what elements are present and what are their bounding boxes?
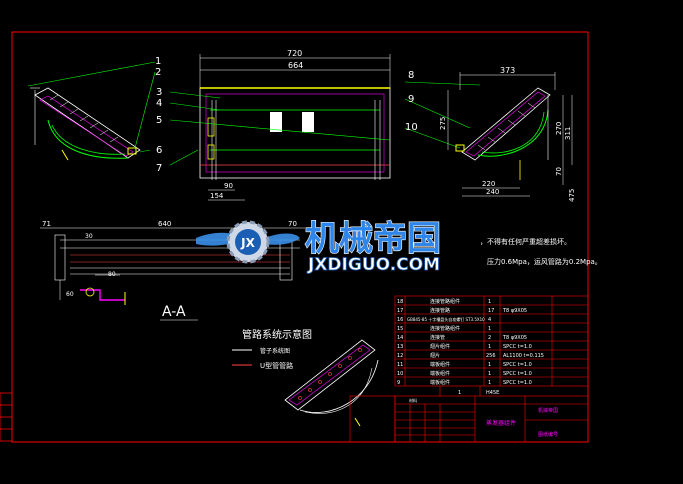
dim-inner-width: 664	[288, 61, 303, 70]
bom-row-no: 15	[397, 326, 403, 332]
left-margin-boxes	[0, 392, 13, 442]
callout-1: 1	[155, 56, 161, 67]
bom-row-qty: 2	[488, 335, 491, 341]
bom-row-no: 14	[397, 335, 403, 341]
title-block-name: 蒸发器组件	[486, 419, 516, 427]
dim-section-right: 70	[288, 220, 297, 228]
note-line-1: ，不得有任何严重超差损坏。	[480, 237, 571, 246]
dim-right-v1: 270	[555, 122, 563, 135]
bom-row-no: 9	[397, 380, 400, 386]
dim-bottom-b: 154	[210, 192, 224, 200]
bom-row-name: 翅片	[430, 352, 440, 359]
bom-row-name: 连接管	[430, 334, 445, 341]
piping-legend-2: U型管管路	[260, 361, 293, 370]
watermark-cn: 机械帝国	[305, 219, 441, 259]
dim-right-top: 373	[500, 66, 515, 75]
bom-row-spec: SPCC t=1.0	[503, 371, 532, 377]
bom-row-no: 13	[397, 344, 403, 350]
dim-bottom-a: 90	[224, 182, 233, 190]
title-drawing-no: 图纸编号	[538, 431, 558, 438]
dim-right-b1: 220	[482, 180, 495, 188]
callout-5: 5	[156, 115, 162, 126]
bom-row-name: 连接管路	[430, 307, 450, 314]
left-side-view	[30, 87, 141, 161]
note-line-2: 压力0.6Mpa，运风管路为0.2Mpa。	[487, 257, 602, 266]
callout-4: 4	[156, 98, 162, 109]
title-material: 材料	[409, 397, 417, 403]
title-part-code: H45E	[486, 390, 499, 396]
bom-row-no: 10	[397, 371, 403, 377]
callout-10: 10	[405, 122, 418, 133]
title-company: 机械帝国	[538, 407, 558, 414]
watermark: JX 机械帝国 JXDIGUO.COM	[196, 218, 442, 275]
bom-row-qty: 1	[488, 344, 491, 350]
dim-section-30: 30	[85, 233, 93, 240]
callout-9: 9	[408, 94, 414, 105]
bom-row-spec: T8 φ9X05	[502, 335, 527, 341]
bom-row-name: 连接管路组件	[430, 325, 460, 332]
bom-row-no: 16	[397, 317, 403, 323]
callout-7: 7	[156, 163, 162, 174]
bom-row-spec: SPCC t=1.0	[503, 344, 532, 350]
title-block	[349, 386, 589, 443]
callout-2: 2	[155, 67, 161, 78]
callout-6: 6	[156, 145, 162, 156]
bom-row-qty: 1	[488, 380, 491, 386]
bom-row-qty: 256	[486, 353, 496, 359]
title-qty-header: 1	[458, 390, 461, 396]
dim-top-width: 720	[287, 49, 302, 58]
watermark-badge: JX	[240, 236, 255, 250]
bom-row-spec: T8 φ9X05	[502, 308, 527, 314]
bom-row-name: 端板组件	[430, 361, 450, 368]
bom-row-name: GB845-85 十字槽盘头自攻螺钉 ST3.5X10	[407, 316, 485, 322]
piping-diagram	[284, 339, 379, 427]
bom-row-qty: 1	[488, 371, 491, 377]
dim-right-v3: 70	[555, 167, 563, 176]
dim-right-b2: 240	[486, 188, 499, 196]
dim-left-vertical: 275	[439, 117, 447, 130]
dim-section-80: 80	[108, 271, 116, 278]
front-view	[199, 87, 391, 180]
right-side-view	[455, 87, 551, 180]
bom-row-no: 12	[397, 353, 403, 359]
bom-row-name: 端板组件	[430, 370, 450, 377]
bom-table	[394, 295, 589, 387]
dim-section-top: 640	[158, 220, 171, 228]
callout-leaders	[27, 61, 481, 166]
bom-rows: 18 连接管路组件 1 17 连接管路 17 T8 φ9X05 16 GB845…	[397, 298, 544, 386]
right-dimensions	[447, 72, 573, 197]
bom-row-no: 11	[397, 362, 403, 368]
bom-row-qty: 17	[488, 308, 494, 314]
bom-row-name: 端板组件	[430, 379, 450, 386]
callout-8: 8	[408, 70, 414, 81]
bom-row-no: 18	[397, 299, 403, 305]
piping-title: 管路系统示意图	[242, 328, 312, 341]
callout-3: 3	[156, 87, 162, 98]
watermark-en: JXDIGUO.COM	[307, 255, 440, 275]
bom-row-spec: SPCC t=1.0	[503, 362, 532, 368]
section-label: A-A	[162, 304, 186, 320]
dim-section-60: 60	[66, 291, 74, 298]
bom-row-name: 连接管路组件	[430, 298, 460, 305]
bom-row-name: 翅片组件	[430, 343, 450, 350]
bom-row-qty: 1	[488, 299, 491, 305]
outer-frame	[11, 31, 589, 443]
dim-right-v2: 311	[564, 127, 572, 140]
bom-row-qty: 4	[488, 317, 491, 323]
piping-legend-1: 管子系统图	[260, 347, 290, 355]
bom-row-spec: SPCC t=1.0	[503, 380, 532, 386]
bom-row-qty: 1	[488, 326, 491, 332]
bom-row-spec: AL1100 t=0.115	[503, 353, 544, 359]
bom-row-no: 17	[397, 308, 403, 314]
dim-right-v4: 475	[568, 189, 576, 202]
bom-row-qty: 1	[488, 362, 491, 368]
front-dimensions	[199, 54, 391, 201]
dim-section-left: 71	[42, 220, 51, 228]
